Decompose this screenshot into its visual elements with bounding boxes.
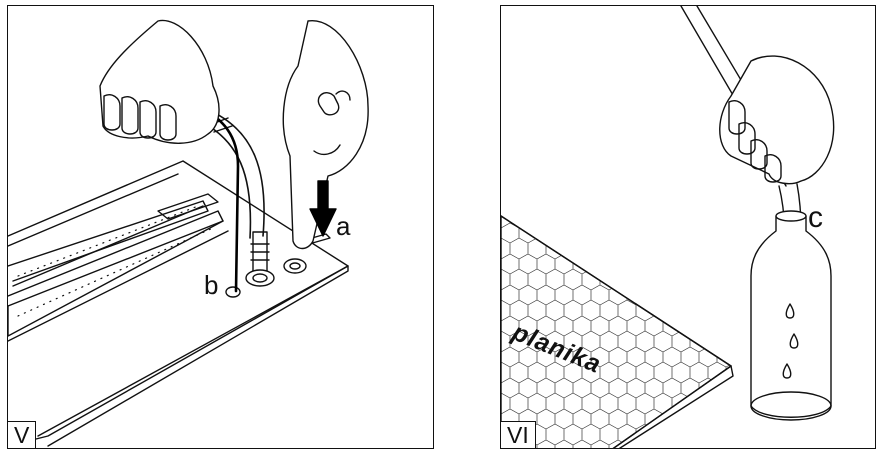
arrow-a [309, 180, 337, 237]
panel-v-illustration [8, 19, 369, 447]
panel-v: a b V [7, 5, 434, 449]
callout-c: c [808, 201, 823, 234]
panel-vi: planika c VI [500, 5, 876, 449]
liquid-drops [782, 303, 799, 379]
burner-perforations [17, 205, 214, 317]
hand [719, 55, 835, 185]
callout-b: b [204, 270, 219, 300]
left-hand [99, 19, 220, 144]
panel-vi-label: VI [501, 421, 536, 448]
panel-vi-illustration [501, 6, 835, 448]
panel-v-label: V [8, 421, 37, 448]
honeycomb-plate [501, 215, 734, 448]
right-hand [282, 20, 369, 250]
callout-a: a [336, 211, 351, 241]
